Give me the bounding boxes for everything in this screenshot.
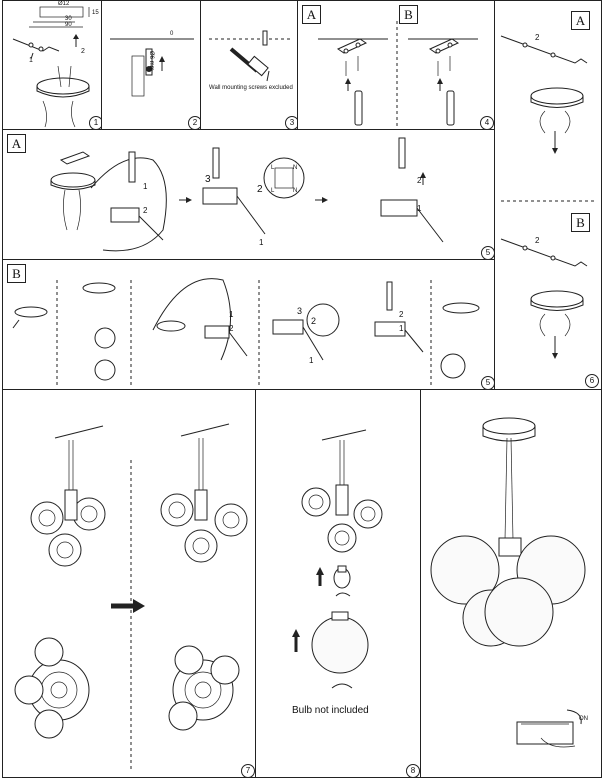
bracket-fix-drawing [318,21,478,129]
step-number-5-b: 5 [481,376,494,389]
step-number-1: 1 [89,116,101,129]
callout-1-b: 1 [309,356,314,365]
step-number-2: 2 [188,116,200,129]
wall-screws-note: Wall mounting screws excluded [209,85,293,91]
step-number-6: 6 [585,374,599,388]
callout-2: 2 [535,33,540,42]
step-3-panel: Wall mounting screws excluded 3 [200,0,298,130]
callout-1: 1 [29,57,33,64]
shade-rotation-drawing [14,423,248,770]
callout-2-c: 2 [399,310,404,319]
option-a-tag: A [7,134,26,153]
bulb-not-included-note: Bulb not included [292,705,369,716]
dim-width-large: 90 [65,22,72,28]
callout-2-c: 2 [417,176,422,185]
callout-2-b: 2 [257,184,263,195]
callout-2: 2 [81,48,85,55]
ceiling-bracket-dimension-drawing [12,6,90,128]
step-2-panel: 0 Ø6 mm 2 [101,0,201,130]
step-number-4: 4 [480,116,494,129]
callout-2: 2 [229,324,234,333]
callout-3: 3 [205,174,211,185]
step-1-panel: Ø12 30 90 15 1 2 1 [2,0,102,130]
step-number-5: 5 [481,246,494,259]
callout-2: 2 [143,206,148,215]
step-number-3: 3 [285,116,297,129]
step-number-7: 7 [241,764,255,777]
callout-2-b: 2 [311,316,317,326]
terminal-l-b: L [271,188,275,194]
step-8-panel: Bulb not included 8 [255,389,421,778]
terminal-n: N [293,165,298,171]
step-6-panel: A B 2 2 6 [494,0,602,390]
callout-2-b: 2 [535,236,540,245]
callout-1: 1 [143,182,148,191]
switch-on-label: ON [579,716,588,722]
wiring-connection-drawing-b [12,278,480,388]
wiring-connection-drawing [50,137,444,252]
zero-mark: 0 [170,31,174,37]
finished-pendant-drawing [430,417,586,748]
step-7-panel: 7 [2,389,256,778]
option-b-tag: B [571,213,590,232]
step-4-panel: A B 4 [297,0,495,130]
hammer-anchor-drawing [209,30,291,82]
step-5b-panel: B 1 2 3 2 1 2 1 5 [2,259,495,390]
option-a-tag: A [302,5,321,24]
terminal-l: L [271,165,275,171]
callout-1-b: 1 [259,238,264,247]
callout-1: 1 [229,310,234,319]
step-5a-panel: A 1 2 3 2 1 2 1 L N L N 5 [2,129,495,260]
bulb-and-globe-drawing [292,429,383,689]
step-9-panel: ON [420,389,602,778]
step-number-8: 8 [406,764,420,777]
drill-size-label: Ø6 mm [148,51,154,71]
callout-1-c: 1 [399,324,404,333]
canopy-attach-drawing [500,35,595,359]
option-b-tag: B [7,264,26,283]
option-a-tag: A [571,11,590,30]
terminal-n-b: N [293,188,298,194]
drill-hole-drawing [110,38,194,97]
callout-1-c: 1 [417,204,422,213]
option-b-tag: B [399,5,418,24]
dim-height: 15 [92,10,99,16]
dim-diameter: Ø12 [58,1,70,7]
callout-3: 3 [297,306,303,316]
dim-width-small: 30 [65,16,72,22]
